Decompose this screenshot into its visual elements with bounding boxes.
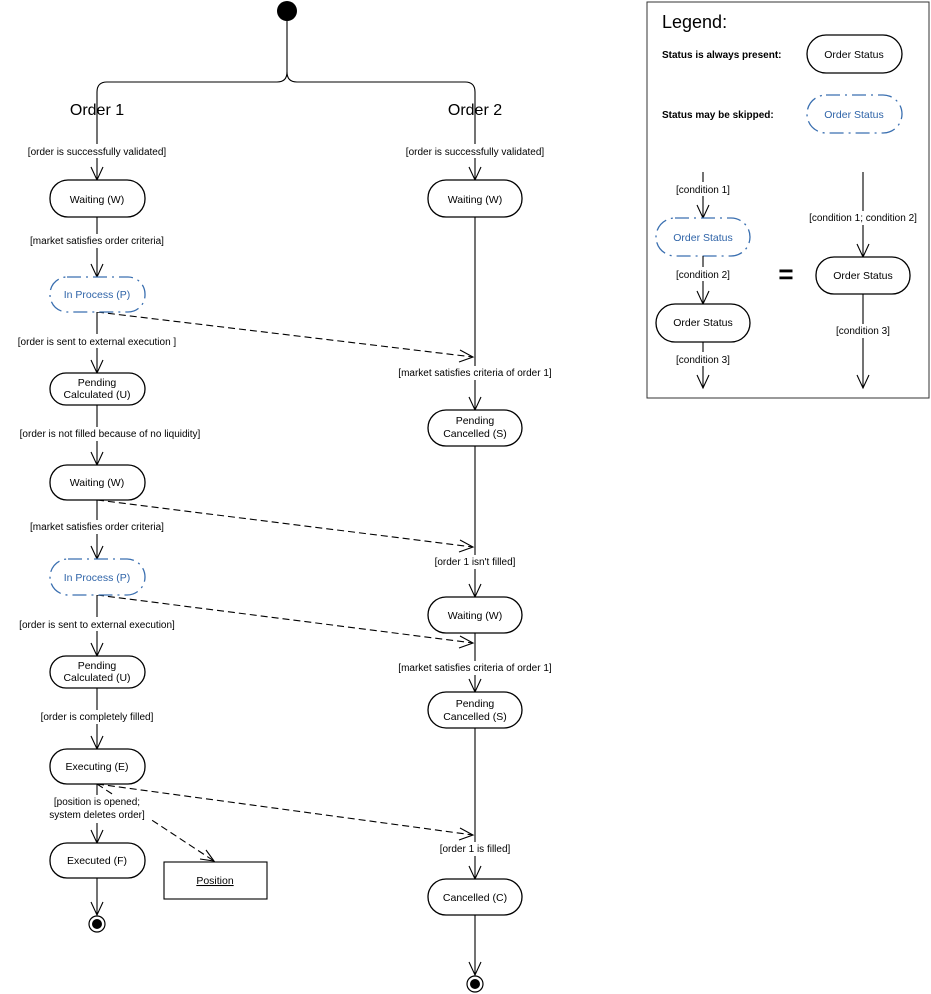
state-label: Waiting (W) [70, 194, 124, 206]
arrowhead [696, 374, 710, 390]
column-title-order1: Order 1 [70, 102, 124, 119]
legend-present-label: Status is always present: [662, 50, 782, 61]
condition-label: [order is sent to external execution] [19, 620, 175, 631]
state-waiting [49, 464, 146, 501]
state-label: Cancelled (S) [443, 428, 507, 440]
state-label: In Process (P) [64, 289, 131, 301]
dashed-edge [96, 783, 474, 836]
state-executing [49, 748, 146, 785]
position-label: Position [196, 875, 234, 887]
state-label: Cancelled (S) [443, 711, 507, 723]
state-label: Executed (F) [67, 855, 127, 867]
initial-node [277, 1, 297, 21]
legend-state-label: Order Status [824, 109, 884, 121]
position-object [163, 861, 268, 900]
state-label: Calculated (U) [63, 389, 130, 401]
state-label: Waiting (W) [448, 610, 502, 622]
state-waiting [427, 179, 523, 218]
arrowhead [458, 635, 475, 649]
condition-label: [market satisfies criteria of order 1] [398, 368, 552, 379]
legend-title: Legend: [662, 12, 727, 32]
state-label: Waiting (W) [448, 194, 502, 206]
fork-line-order1 [96, 21, 288, 180]
column-title-order2: Order 2 [448, 102, 502, 119]
state-pending-calculated [49, 655, 146, 689]
legend-skipped-label: Status may be skipped: [662, 110, 774, 121]
state-label: Cancelled (C) [443, 892, 507, 904]
condition-label: [order is successfully validated] [28, 147, 167, 158]
legend-state-label: Order Status [833, 270, 893, 282]
state-in-process-optional [49, 558, 146, 596]
state-waiting [49, 179, 146, 218]
state-executed [49, 842, 146, 879]
dashed-edge [96, 594, 474, 644]
dashed-edge [96, 499, 474, 548]
order2-conditions: [order is successfully validated] [marke… [390, 144, 560, 856]
condition-label: [order is successfully validated] [406, 147, 545, 158]
state-label: In Process (P) [64, 572, 131, 584]
order1-conditions: [order is successfully validated] [marke… [0, 144, 222, 823]
legend-state-label: Order Status [824, 49, 884, 61]
legend-condition: [condition 1] [676, 185, 730, 196]
condition-label: [order 1 isn't filled] [435, 557, 516, 568]
condition-label: [market satisfies order criteria] [30, 522, 164, 533]
state-label: Pending [78, 377, 117, 389]
legend-state-skipped [806, 94, 903, 134]
condition-label: [market satisfies criteria of order 1] [398, 663, 552, 674]
state-label: Calculated (U) [63, 672, 130, 684]
arrowhead [458, 827, 475, 841]
fork-line-order2 [286, 71, 476, 180]
state-label: Pending [456, 415, 495, 427]
legend: Legend: Status is always present: Order … [646, 1, 930, 399]
legend-condition: [condition 2] [676, 270, 730, 281]
state-in-process-optional [49, 276, 146, 313]
state-waiting [427, 596, 523, 634]
condition-label: [order is completely filled] [41, 712, 154, 723]
dashed-edge [96, 311, 474, 358]
state-cancelled [427, 878, 523, 916]
state-label: Pending [78, 660, 117, 672]
state-pending-cancelled [427, 691, 523, 729]
final-node-order1-dot [92, 919, 102, 929]
legend-state-label: Order Status [673, 232, 733, 244]
legend-state-present [806, 34, 903, 74]
state-label: Executing (E) [65, 761, 128, 773]
condition-label: [order is not filled because of no liqui… [20, 429, 201, 440]
state-pending-calculated [49, 372, 146, 406]
arrowhead [856, 374, 870, 390]
arrowhead [90, 901, 104, 917]
state-label: Waiting (W) [70, 477, 124, 489]
arrowhead [458, 539, 475, 553]
legend-state-label: Order Status [673, 317, 733, 329]
condition-label: [position is opened; [54, 797, 140, 808]
condition-label: [market satisfies order criteria] [30, 236, 164, 247]
legend-condition: [condition 3] [676, 355, 730, 366]
legend-condition: [condition 3] [836, 326, 890, 337]
state-label: Pending [456, 698, 495, 710]
state-pending-cancelled [427, 409, 523, 447]
arrowhead [458, 349, 475, 363]
arrowhead [199, 849, 216, 862]
condition-label: [order is sent to external execution ] [18, 337, 177, 348]
arrowhead [468, 961, 482, 977]
legend-condition: [condition 1; condition 2] [809, 213, 917, 224]
condition-label: system deletes order] [49, 810, 145, 821]
condition-label: [order 1 is filled] [440, 844, 511, 855]
legend-equals-sign: = [778, 259, 793, 289]
final-node-order2-dot [470, 979, 480, 989]
